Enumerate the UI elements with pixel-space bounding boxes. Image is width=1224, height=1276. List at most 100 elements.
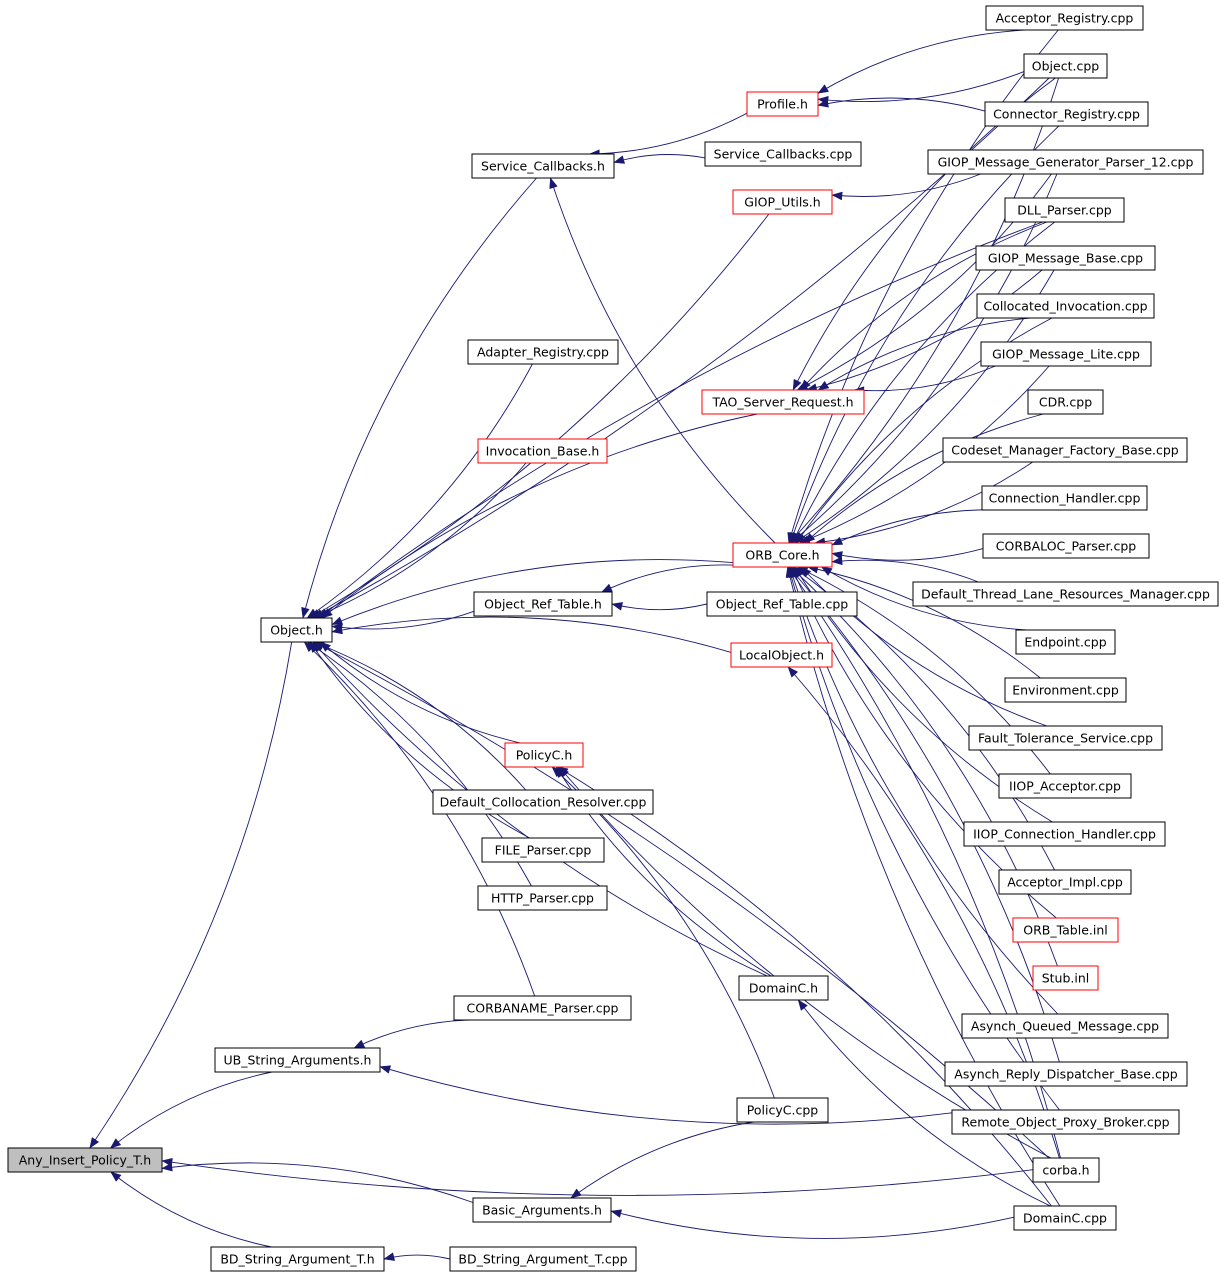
node-cdr-cpp[interactable]: CDR.cpp	[1027, 389, 1104, 415]
node-bd-string-h[interactable]: BD_String_Argument_T.h	[210, 1246, 385, 1272]
node-localobject-h[interactable]: LocalObject.h	[730, 642, 833, 668]
node-box	[912, 581, 1219, 607]
node-codeset-cpp[interactable]: Codeset_Manager_Factory_Base.cpp	[942, 437, 1188, 463]
node-bd-string-cpp[interactable]: BD_String_Argument_T.cpp	[449, 1246, 637, 1272]
arrowhead-any	[110, 1171, 122, 1182]
arrowhead-localobject_h	[787, 666, 799, 678]
edge-bd_string_h-to-any	[110, 1171, 272, 1248]
node-ub-string-args-h[interactable]: UB_String_Arguments.h	[214, 1047, 381, 1073]
arrowhead-service_callbacks_h	[549, 177, 558, 190]
node-stub-inl[interactable]: Stub.inl	[1032, 965, 1099, 991]
node-box	[1032, 965, 1099, 991]
node-acceptor-impl-cpp[interactable]: Acceptor_Impl.cpp	[998, 869, 1132, 895]
node-label: Asynch_Queued_Message.cpp	[971, 1019, 1159, 1034]
node-label: Basic_Arguments.h	[482, 1203, 602, 1218]
node-box	[706, 591, 858, 617]
node-basic-arguments-h[interactable]: Basic_Arguments.h	[472, 1197, 612, 1223]
edge-orb_core_h-to-service_callbacks_h	[549, 177, 776, 544]
node-tao-server-request-h[interactable]: TAO_Server_Request.h	[701, 389, 865, 415]
node-policyc-h[interactable]: PolicyC.h	[504, 742, 584, 768]
edge-dll_parser_cpp-to-object_h	[318, 221, 1043, 619]
edge-policyc_cpp-to-basic_arguments_h	[570, 1121, 754, 1199]
edge-orb_core_h-to-object_ref_table_h	[601, 564, 734, 593]
node-fault-tolerance-cpp[interactable]: Fault_Tolerance_Service.cpp	[968, 725, 1163, 751]
node-file-parser-cpp[interactable]: FILE_Parser.cpp	[481, 837, 605, 863]
node-adapter-registry-cpp[interactable]: Adapter_Registry.cpp	[467, 339, 619, 365]
node-corba-h[interactable]: corba.h	[1032, 1157, 1100, 1183]
edge-object_ref_table_cpp-to-object_ref_table_h	[611, 603, 708, 611]
node-asynch-reply-cpp[interactable]: Asynch_Reply_Dispatcher_Base.cpp	[944, 1061, 1188, 1087]
edge-connector_registry_cpp-to-orb_core_h	[789, 125, 1060, 544]
node-object-ref-table-h[interactable]: Object_Ref_Table.h	[473, 591, 613, 617]
node-object-cpp[interactable]: Object.cpp	[1023, 53, 1108, 79]
node-label: Acceptor_Impl.cpp	[1007, 875, 1123, 890]
node-domainc-h[interactable]: DomainC.h	[738, 975, 829, 1001]
node-box	[477, 438, 608, 464]
node-invocation-base-h[interactable]: Invocation_Base.h	[477, 438, 608, 464]
node-box	[1004, 197, 1125, 223]
node-default-collocation-cpp[interactable]: Default_Collocation_Resolver.cpp	[432, 789, 654, 815]
node-http-parser-cpp[interactable]: HTTP_Parser.cpp	[477, 885, 608, 911]
node-domainc-cpp[interactable]: DomainC.cpp	[1013, 1205, 1117, 1231]
node-policyc-cpp[interactable]: PolicyC.cpp	[736, 1097, 829, 1123]
node-label: GIOP_Message_Lite.cpp	[992, 347, 1140, 362]
node-box	[1032, 1157, 1100, 1183]
node-giop-gen-parser-cpp[interactable]: GIOP_Message_Generator_Parser_12.cpp	[927, 149, 1204, 175]
node-label: DomainC.h	[749, 981, 818, 996]
node-acceptor-registry-cpp[interactable]: Acceptor_Registry.cpp	[985, 5, 1144, 31]
node-box	[980, 341, 1152, 367]
node-label: HTTP_Parser.cpp	[491, 891, 594, 906]
node-giop-lite-cpp[interactable]: GIOP_Message_Lite.cpp	[980, 341, 1152, 367]
node-box	[732, 542, 833, 568]
node-orb-core-h[interactable]: ORB_Core.h	[732, 542, 833, 568]
node-label: Codeset_Manager_Factory_Base.cpp	[951, 443, 1179, 458]
node-box	[1027, 389, 1104, 415]
node-label: Collocated_Invocation.cpp	[983, 299, 1147, 314]
node-connector-registry-cpp[interactable]: Connector_Registry.cpp	[984, 101, 1149, 127]
node-corbaname-cpp[interactable]: CORBANAME_Parser.cpp	[453, 995, 632, 1021]
node-dll-parser-cpp[interactable]: DLL_Parser.cpp	[1004, 197, 1125, 223]
node-corbaloc-cpp[interactable]: CORBALOC_Parser.cpp	[982, 533, 1150, 559]
node-asynch-queued-cpp[interactable]: Asynch_Queued_Message.cpp	[961, 1013, 1169, 1039]
node-box	[260, 617, 333, 643]
node-orb-table-inl[interactable]: ORB_Table.inl	[1012, 917, 1119, 943]
node-iiop-conn-handler-cpp[interactable]: IIOP_Connection_Handler.cpp	[963, 821, 1166, 847]
node-connection-handler-cpp[interactable]: Connection_Handler.cpp	[981, 485, 1148, 511]
arrowhead-orb_core_h	[831, 551, 843, 560]
node-box	[976, 293, 1155, 319]
node-box	[942, 437, 1188, 463]
edge-giop_utils_h-to-object_h	[309, 213, 770, 619]
node-profile-h[interactable]: Profile.h	[746, 91, 819, 117]
edge-remote_proxy_cpp-to-ub_string_args_h	[379, 1066, 953, 1125]
node-service-callbacks-h[interactable]: Service_Callbacks.h	[471, 153, 615, 179]
node-box	[738, 975, 829, 1001]
node-label: Object.h	[270, 623, 323, 638]
arrowhead-policyc_h	[556, 766, 569, 777]
edge-domainc_h-to-object_h	[312, 641, 768, 977]
node-giop-base-cpp[interactable]: GIOP_Message_Base.cpp	[975, 245, 1156, 271]
node-object-h[interactable]: Object.h	[260, 617, 333, 643]
node-label: IIOP_Connection_Handler.cpp	[973, 827, 1156, 842]
node-remote-proxy-cpp[interactable]: Remote_Object_Proxy_Broker.cpp	[951, 1109, 1180, 1135]
arrowhead-object_h	[312, 609, 324, 619]
node-iiop-acceptor-cpp[interactable]: IIOP_Acceptor.cpp	[998, 773, 1132, 799]
node-collocated-cpp[interactable]: Collocated_Invocation.cpp	[976, 293, 1155, 319]
node-service-callbacks-cpp[interactable]: Service_Callbacks.cpp	[704, 141, 862, 167]
node-environment-cpp[interactable]: Environment.cpp	[1004, 677, 1127, 703]
edge-corba_h-to-any	[161, 1160, 1034, 1196]
node-label: BD_String_Argument_T.cpp	[458, 1252, 627, 1267]
node-box	[998, 773, 1132, 799]
edge-giop_gen_parser_cpp-to-orb_core_h	[790, 173, 1058, 544]
edge-basic_arguments_h-to-any	[161, 1162, 474, 1203]
node-label: FILE_Parser.cpp	[495, 843, 592, 858]
edge-service_callbacks_h-to-object_h	[302, 177, 537, 619]
node-box	[998, 869, 1132, 895]
node-box	[210, 1246, 385, 1272]
node-giop-utils-h[interactable]: GIOP_Utils.h	[732, 189, 833, 215]
node-object-ref-table-cpp[interactable]: Object_Ref_Table.cpp	[706, 591, 858, 617]
node-box	[472, 1197, 612, 1223]
node-endpoint-cpp[interactable]: Endpoint.cpp	[1015, 629, 1116, 655]
node-label: CORBANAME_Parser.cpp	[467, 1001, 619, 1016]
node-box	[927, 149, 1204, 175]
node-default-thread-cpp[interactable]: Default_Thread_Lane_Resources_Manager.cp…	[912, 581, 1219, 607]
